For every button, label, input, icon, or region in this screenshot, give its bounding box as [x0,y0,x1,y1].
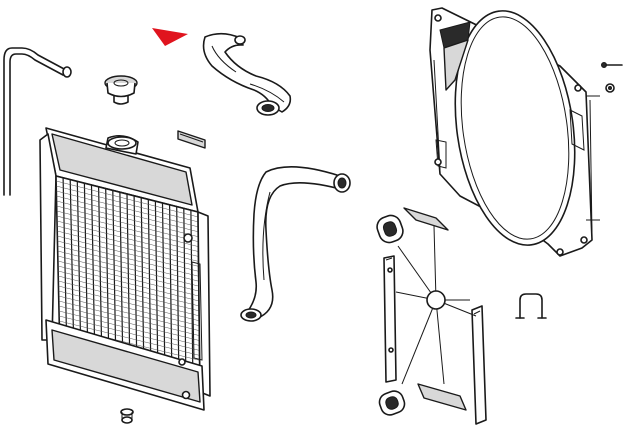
core-fin [58,270,200,307]
seal-strip [177,130,206,149]
core-fin [58,275,200,312]
core-fin [56,205,199,242]
mounting-rubber-top [376,214,404,244]
assembly-center [426,290,446,310]
core-fin [56,195,199,233]
upper-hose [202,32,292,116]
core-fin [57,240,199,277]
core-fin [56,200,199,237]
core-fin [57,245,199,282]
core-fin [58,310,200,346]
core-fin [58,280,200,317]
core-fin [56,185,199,223]
core-fin [58,290,200,326]
core-fin [56,210,199,247]
lower-hose [240,166,351,322]
screws [601,62,623,93]
radiator-cap [104,75,138,105]
core-fin [56,180,199,218]
core-fin [57,255,199,292]
mounting-rubber-bottom [378,390,406,416]
radiator [39,127,211,411]
bottom-seal-strip [417,383,467,411]
core-fin [57,230,199,267]
core-fin [57,235,199,272]
core-fin [59,320,200,356]
overflow-tube [3,47,72,196]
side-strip-left [383,255,397,383]
core-fin [56,220,199,257]
top-seal-strip [403,207,449,231]
fan-shroud [429,7,600,257]
core-fin [57,265,200,302]
side-strip-right [471,305,487,425]
core-fin [58,305,200,341]
shroud-clip [515,293,547,319]
assembly-lines [395,225,477,385]
core-fin [57,250,199,287]
core-fin [58,295,200,331]
drain-plug [120,408,134,424]
core-fin [58,285,200,322]
core-fin [57,260,200,297]
core-fin [57,225,199,262]
core-fin [58,300,200,336]
core-fin [56,215,199,252]
core-fin [56,190,199,228]
core-fin [59,315,200,351]
red-arrow-icon [152,28,188,46]
